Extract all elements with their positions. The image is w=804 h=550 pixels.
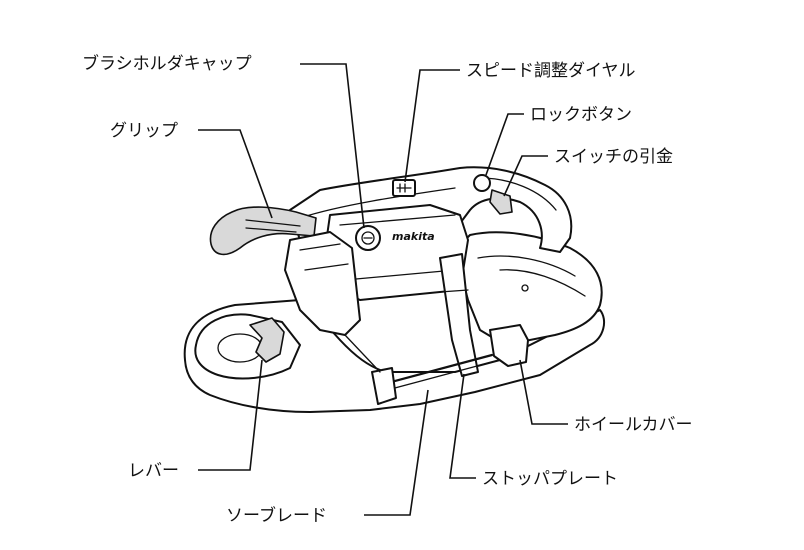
label-speed-dial: スピード調整ダイヤル (466, 61, 636, 81)
lever-shape (249, 317, 285, 363)
right-blade-guide (489, 324, 529, 367)
label-brush-holder-cap: ブラシホルダキャップ (82, 53, 252, 74)
stopper-plate-shape (439, 253, 479, 377)
label-grip: グリップ (110, 121, 178, 141)
logo-text: makita (392, 230, 435, 243)
callout-labels: ブラシホルダキャップ スピード調整ダイヤル グリップ ロックボタン スイッチの引… (82, 53, 693, 526)
label-wheel-cover: ホイールカバー (574, 415, 693, 435)
saw-blade-line (378, 353, 494, 387)
label-lock-button: ロックボタン (530, 105, 632, 125)
left-blade-guide (371, 367, 397, 405)
switch-trigger-shape (489, 189, 513, 215)
label-stopper-plate: ストッパプレート (482, 469, 618, 489)
label-lever: レバー (128, 461, 179, 481)
leader-lines (198, 63, 568, 516)
lock-button-shape (473, 174, 491, 192)
grip-shape (209, 206, 317, 256)
label-saw-blade: ソーブレード (226, 505, 327, 526)
left-wheel-cover (194, 313, 301, 380)
band-saw-illustration: makita (183, 166, 606, 413)
base-housing (183, 299, 606, 413)
label-switch-trigger: スイッチの引金 (554, 147, 673, 167)
